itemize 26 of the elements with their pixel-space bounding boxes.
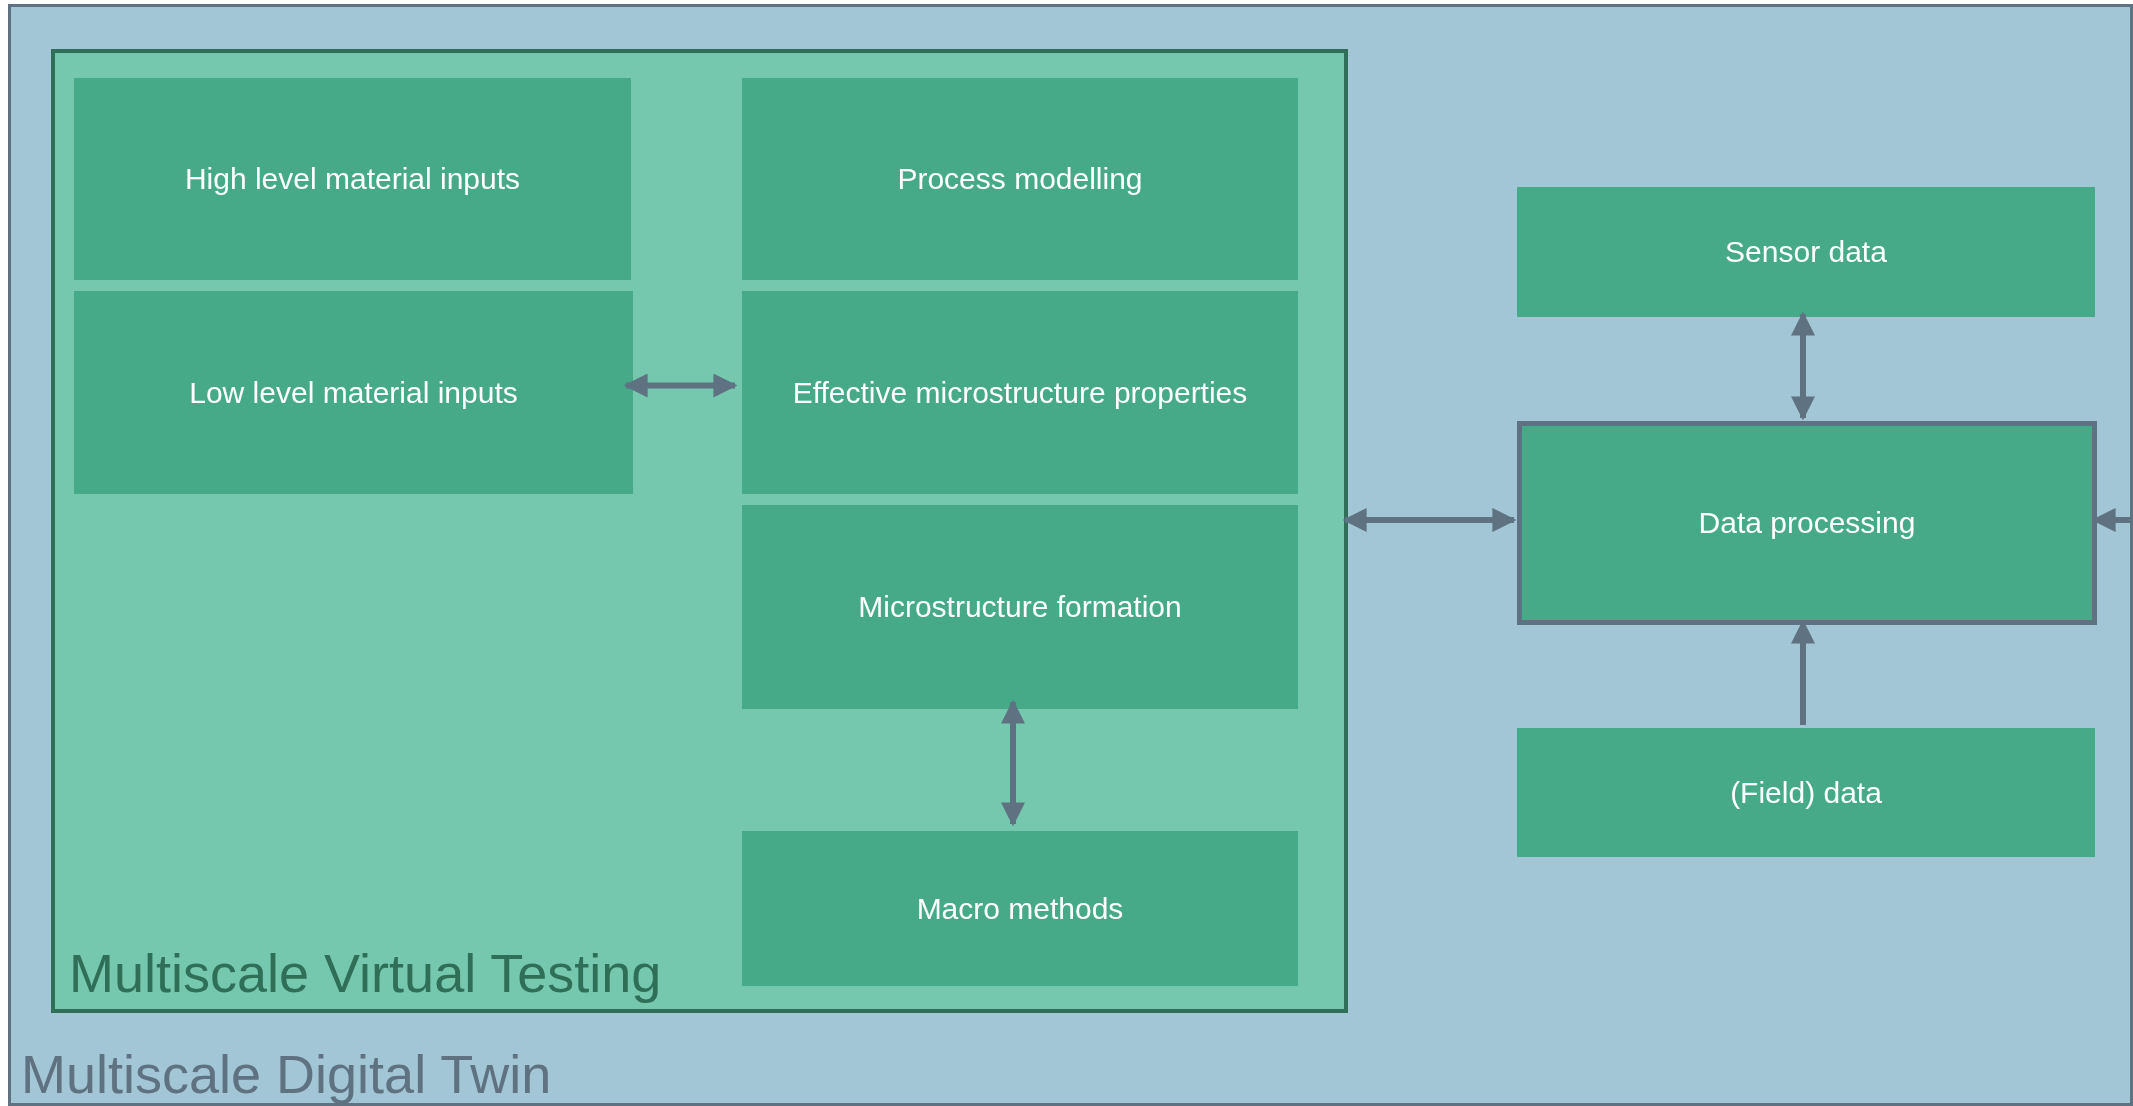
box-label: Low level material inputs [188,375,519,410]
arrow [1791,311,1815,421]
arrow [1342,508,1517,532]
outer-frame [8,4,2133,1106]
process-box [1517,187,2095,317]
box-label: High level material inputs [183,162,522,196]
group-title: Multiscale Virtual Testing [69,942,662,1004]
box-label: Data processing [1697,506,1917,540]
process-box [742,78,1298,280]
group-panel [51,49,1348,1013]
box-label: Microstructure formation [857,590,1183,624]
arrow [1001,699,1025,827]
process-box [74,291,633,494]
frame-title: Multiscale Digital Twin [21,1043,552,1105]
process-box [74,78,631,280]
box-label: Macro methods [915,891,1125,926]
arrow [623,373,738,398]
process-box [742,505,1298,709]
box-label: Effective microstructure properties [791,375,1249,410]
box-label: (Field) data [1729,775,1883,810]
box-label: Process modelling [896,162,1144,196]
process-box [742,291,1298,494]
process-box [1517,728,2095,857]
process-box [1517,421,2097,625]
process-box [742,831,1298,986]
box-label: Sensor data [1724,235,1888,269]
